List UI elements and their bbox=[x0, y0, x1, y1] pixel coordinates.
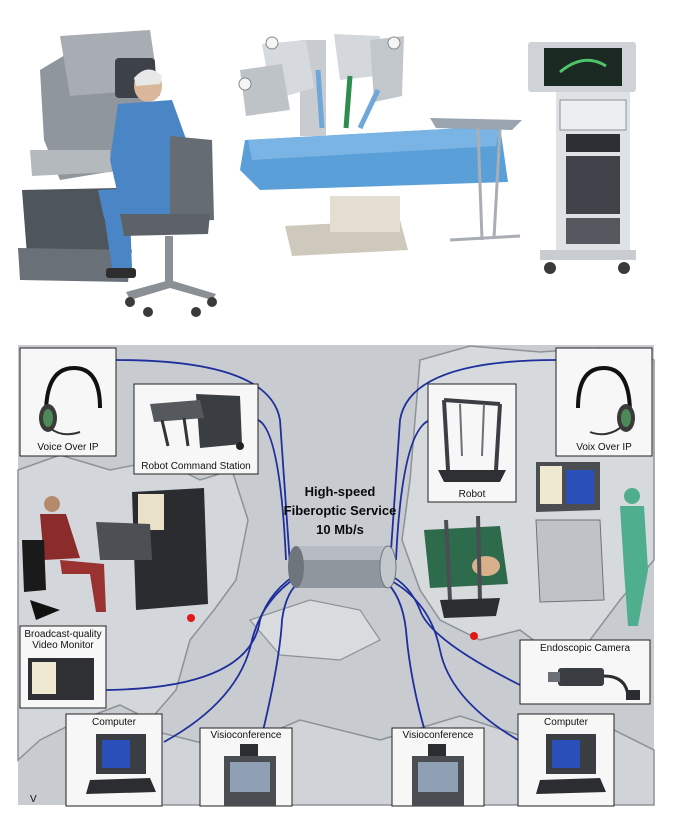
label-voice-over-ip: Voice Over IP bbox=[37, 442, 98, 453]
link-visio-left bbox=[261, 579, 303, 736]
node-computer-right: Computer bbox=[517, 713, 615, 807]
surgeon-console-icon bbox=[18, 30, 217, 317]
link-command-left bbox=[257, 419, 287, 561]
video-monitor-icon bbox=[28, 658, 94, 700]
link-voice-right bbox=[389, 359, 557, 566]
link-computer-right bbox=[385, 577, 519, 741]
computer-icon bbox=[536, 734, 606, 794]
link-robot-right bbox=[395, 419, 431, 561]
headset-icon bbox=[576, 365, 635, 436]
label-endoscopic-camera: Endoscopic Camera bbox=[540, 643, 630, 654]
link-camera-right bbox=[387, 573, 521, 686]
node-robot: Robot bbox=[427, 383, 517, 503]
patient-cart-robot-icon bbox=[238, 34, 522, 256]
node-voice-over-ip: Voice Over IP bbox=[19, 347, 117, 457]
link-voice-left bbox=[115, 359, 291, 566]
visioconference-unit-icon bbox=[224, 744, 276, 806]
center-label-line-2: Fiberoptic Service bbox=[284, 503, 397, 518]
network-diagram: V High-speed Fiberoptic Service 10 Mb/s bbox=[17, 345, 655, 807]
node-visioconference-left: Visioconference bbox=[199, 727, 293, 807]
label-computer-right: Computer bbox=[544, 717, 589, 728]
label-visioconference-right: Visioconference bbox=[403, 730, 474, 741]
map-corner-text: V bbox=[30, 794, 37, 805]
link-lines bbox=[97, 359, 557, 743]
label-robot-command-station: Robot Command Station bbox=[141, 461, 251, 472]
link-monitor-left bbox=[97, 571, 301, 691]
location-marker-left bbox=[187, 614, 195, 622]
fiber-cylinder-icon bbox=[288, 545, 397, 589]
node-robot-command-station: Robot Command Station bbox=[133, 383, 259, 475]
computer-icon bbox=[86, 734, 156, 794]
visioconference-unit-icon bbox=[412, 744, 464, 806]
link-computer-left bbox=[163, 575, 299, 743]
operating-room-icon bbox=[424, 462, 648, 626]
vision-tower-icon bbox=[528, 42, 636, 274]
center-label-line-3: 10 Mb/s bbox=[316, 522, 364, 537]
center-label-line-1: High-speed bbox=[305, 484, 376, 499]
headset-icon bbox=[39, 365, 102, 436]
node-broadcast-monitor: Broadcast-quality Video Monitor bbox=[19, 625, 107, 709]
surgeon-workstation-icon bbox=[22, 488, 208, 620]
label-robot: Robot bbox=[459, 489, 486, 500]
label-computer-left: Computer bbox=[92, 717, 137, 728]
node-endoscopic-camera: Endoscopic Camera bbox=[519, 639, 651, 705]
node-voix-over-ip: Voix Over IP bbox=[555, 347, 653, 457]
location-marker-right bbox=[470, 632, 478, 640]
link-visio-right bbox=[383, 579, 427, 736]
node-visioconference-right: Visioconference bbox=[391, 727, 485, 807]
label-broadcast-monitor-line-2: Video Monitor bbox=[32, 640, 94, 651]
label-visioconference-left: Visioconference bbox=[211, 730, 282, 741]
label-voix-over-ip: Voix Over IP bbox=[576, 442, 632, 453]
command-station-icon bbox=[150, 394, 244, 450]
label-broadcast-monitor-line-1: Broadcast-quality bbox=[24, 629, 101, 640]
endoscopic-camera-icon bbox=[548, 668, 640, 700]
node-computer-left: Computer bbox=[65, 713, 163, 807]
robot-icon bbox=[438, 398, 506, 482]
